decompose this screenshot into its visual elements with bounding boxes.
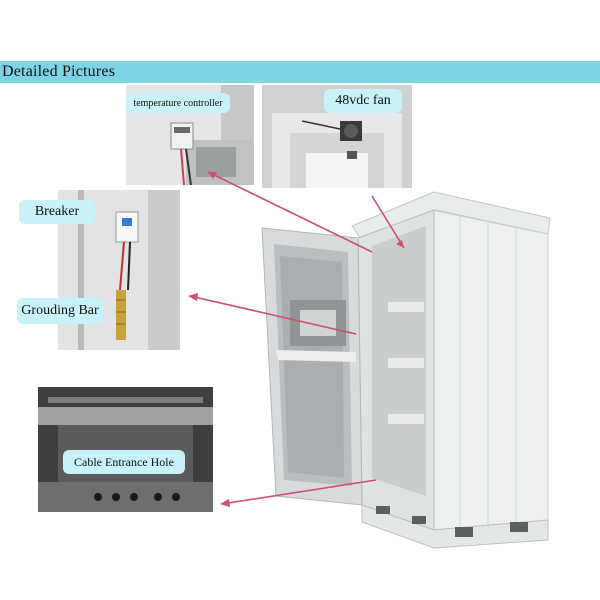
arrow-temperature-controller-head	[208, 172, 217, 179]
photo-fan: 48vdc fan	[262, 85, 412, 188]
callout-fan: 48vdc fan	[324, 89, 402, 113]
arrow-fan-head	[396, 240, 404, 248]
section-banner: Detailed Pictures	[0, 61, 600, 83]
photo-temperature-controller: temperature controller	[126, 85, 254, 185]
callout-temperature-controller: temperature controller	[126, 93, 230, 113]
callout-cable-entrance: Cable Entrance Hole	[63, 450, 185, 474]
arrow-cable-entrance-head	[220, 499, 230, 507]
banner-title: Detailed Pictures	[2, 63, 116, 80]
arrow-breaker-head	[188, 293, 198, 301]
arrow-fan	[371, 195, 405, 249]
photo-fan-drawing	[262, 85, 412, 188]
arrow-cable-entrance	[221, 479, 377, 505]
callout-breaker: Breaker	[19, 200, 95, 224]
callout-grounding-bar: Grouding Bar	[17, 298, 103, 324]
photo-cable-entrance: Cable Entrance Hole	[38, 387, 213, 512]
photo-cable-entrance-drawing	[38, 387, 213, 512]
arrow-breaker	[189, 295, 357, 335]
photo-temperature-controller-drawing	[126, 85, 254, 185]
arrow-temperature-controller	[207, 171, 373, 253]
